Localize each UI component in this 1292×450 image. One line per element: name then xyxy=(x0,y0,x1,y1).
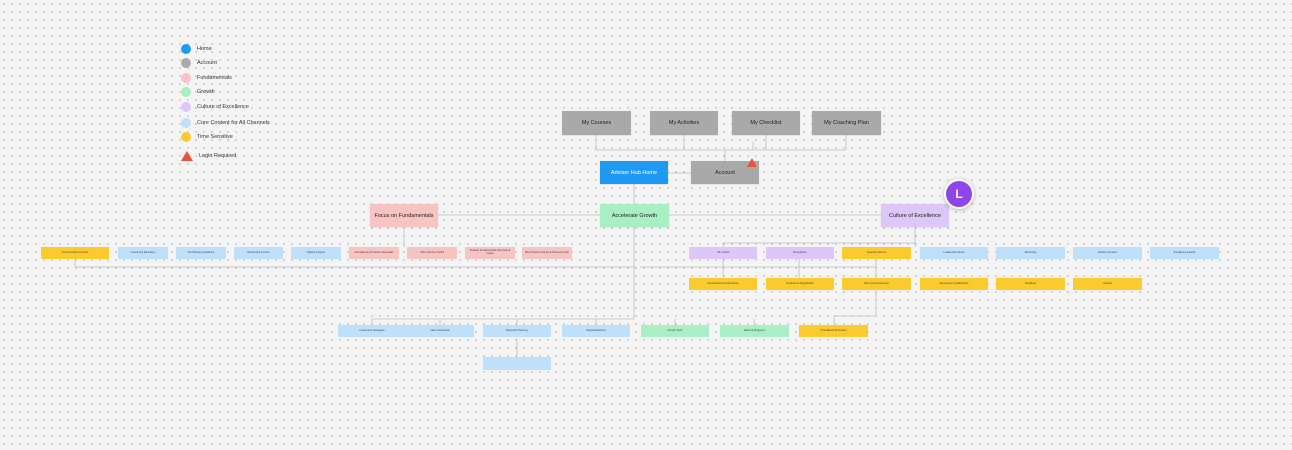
my-activities-node[interactable]: My Activities xyxy=(650,111,718,135)
warning-triangle-icon xyxy=(181,151,193,161)
fundamentals-child-node[interactable]: Compliance & Practice Essentials xyxy=(349,247,399,259)
growth-child-node[interactable]: Investment Strategies xyxy=(338,325,406,337)
legend-label: Home xyxy=(197,46,212,52)
my-coaching-plan-node[interactable]: My Coaching Plan xyxy=(812,111,881,135)
adviser-hub-home-node[interactable]: Adviser Hub Home xyxy=(600,161,668,184)
collaborator-avatar[interactable]: L xyxy=(944,179,974,209)
fundamentals-child-node[interactable]: Best Practice Library & Resource Hub xyxy=(522,247,572,259)
account-node[interactable]: Account xyxy=(691,161,759,184)
core-color-dot-icon xyxy=(181,118,191,128)
legend-label: Culture of Excellence xyxy=(197,104,249,110)
legend-item-time: Time Sensitive xyxy=(181,131,233,143)
growth-child-node[interactable]: Time-Based Promotion xyxy=(799,325,868,337)
growth-grandchild-node[interactable] xyxy=(483,357,551,370)
fundamentals-child-node[interactable]: Practice Fundamentals Overview & Guide xyxy=(465,247,515,259)
legend-item-culture: Culture of Excellence xyxy=(181,101,249,113)
time-color-dot-icon xyxy=(181,132,191,142)
legend-item-growth: Growth xyxy=(181,86,215,98)
fundamentals-child-node[interactable]: Tax Planning Guidance xyxy=(176,247,226,259)
time-sensitive-node[interactable]: Deadlines xyxy=(996,278,1065,290)
growth-child-node[interactable]: Referral Programs xyxy=(720,325,789,337)
legend-label: Fundamentals xyxy=(197,75,232,81)
time-sensitive-node[interactable]: Awards xyxy=(1073,278,1142,290)
legend-item-fundamentals: Fundamentals xyxy=(181,72,232,84)
time-sensitive-node[interactable]: Annual Review Submission xyxy=(689,278,757,290)
fundamentals-child-node[interactable]: Market Insights xyxy=(291,247,341,259)
culture-child-node[interactable]: Leadership Series xyxy=(920,247,988,259)
fundamentals-color-dot-icon xyxy=(181,73,191,83)
culture-color-dot-icon xyxy=(181,102,191,112)
growth-child-node[interactable]: Business Planning xyxy=(483,325,551,337)
time-sensitive-node[interactable]: Peer Group Meetings xyxy=(842,278,911,290)
culture-child-node[interactable]: Adviser Conduct xyxy=(1073,247,1142,259)
home-color-dot-icon xyxy=(181,44,191,54)
culture-child-node[interactable]: Quarterly Events xyxy=(842,247,911,259)
fundamentals-child-node[interactable]: Retirement Income xyxy=(234,247,283,259)
my-courses-node[interactable]: My Courses xyxy=(562,111,631,135)
accelerate-growth-node[interactable]: Accelerate Growth xyxy=(600,204,669,227)
culture-child-node[interactable]: Mentoring xyxy=(996,247,1065,259)
fundamentals-child-node[interactable]: Time-Sensitive Product xyxy=(41,247,109,259)
legend-label: Account xyxy=(197,60,217,66)
culture-of-excellence-node[interactable]: Culture of Excellence xyxy=(881,204,949,227)
login-required-warning-icon xyxy=(747,158,757,167)
legend-item-login: Login Required xyxy=(181,150,236,162)
account-color-dot-icon xyxy=(181,58,191,68)
legend-label: Growth xyxy=(197,89,215,95)
legend-label: Core Content for All Channels xyxy=(197,120,270,126)
growth-child-node[interactable]: Digital Marketing xyxy=(562,325,630,337)
legend-label: Login Required xyxy=(199,153,237,159)
legend-item-account: Account xyxy=(181,57,217,69)
fundamentals-child-node[interactable]: Client Service Toolkit xyxy=(407,247,457,259)
culture-child-node[interactable]: Recognition xyxy=(766,247,834,259)
culture-child-node[interactable]: Excellence Awards xyxy=(1150,247,1219,259)
growth-child-node[interactable]: Growth Tools xyxy=(641,325,709,337)
legend-item-home: Home xyxy=(181,43,212,55)
fundamentals-child-node[interactable]: Investment Education xyxy=(118,247,168,259)
legend-item-core: Core Content for All Channels xyxy=(181,117,270,129)
growth-color-dot-icon xyxy=(181,87,191,97)
legend-label: Time Sensitive xyxy=(197,134,233,140)
focus-on-fundamentals-node[interactable]: Focus on Fundamentals xyxy=(370,204,438,227)
culture-child-node[interactable]: CE Credits xyxy=(689,247,757,259)
growth-child-node[interactable]: Client Acquisition xyxy=(406,325,474,337)
time-sensitive-node[interactable]: Conference Registration xyxy=(766,278,834,290)
time-sensitive-node[interactable]: Recognition Qualification xyxy=(920,278,988,290)
my-checklist-node[interactable]: My Checklist xyxy=(732,111,800,135)
